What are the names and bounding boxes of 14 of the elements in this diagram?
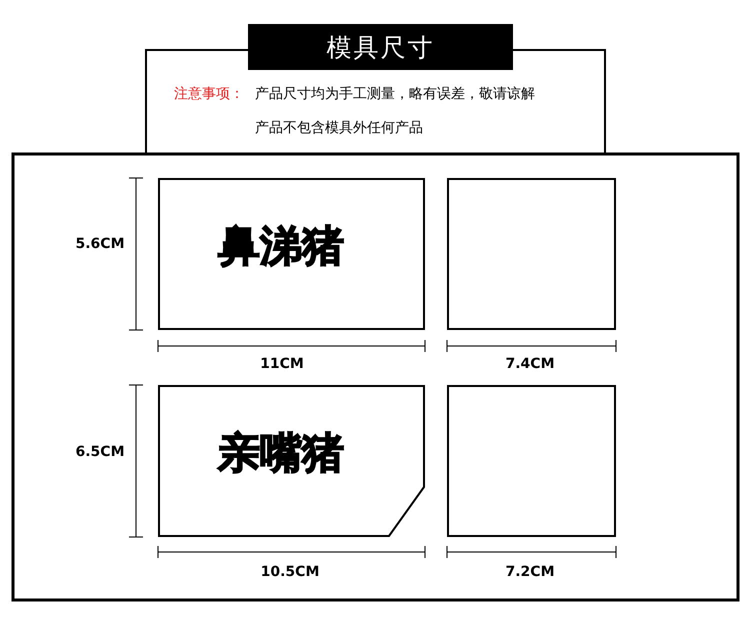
title-bar: 模具尺寸 <box>248 24 513 70</box>
dimension-label: 5.6CM <box>76 237 124 251</box>
notice-label: 注意事项： <box>174 87 244 101</box>
notice-text: 产品不包含模具外任何产品 <box>255 121 423 135</box>
dimension-label: 7.2CM <box>506 565 554 579</box>
mold-name: 鼻涕猪 <box>218 225 344 267</box>
mold-name: 亲嘴猪 <box>218 432 344 474</box>
dimension-label: 10.5CM <box>260 565 320 579</box>
notice-text: 产品尺寸均为手工测量，略有误差，敬请谅解 <box>255 87 535 101</box>
empty-box <box>447 178 616 330</box>
dimension-label: 11CM <box>260 357 304 371</box>
dimension-label: 7.4CM <box>506 357 554 371</box>
empty-box <box>447 385 616 537</box>
dimension-label: 6.5CM <box>76 445 124 459</box>
